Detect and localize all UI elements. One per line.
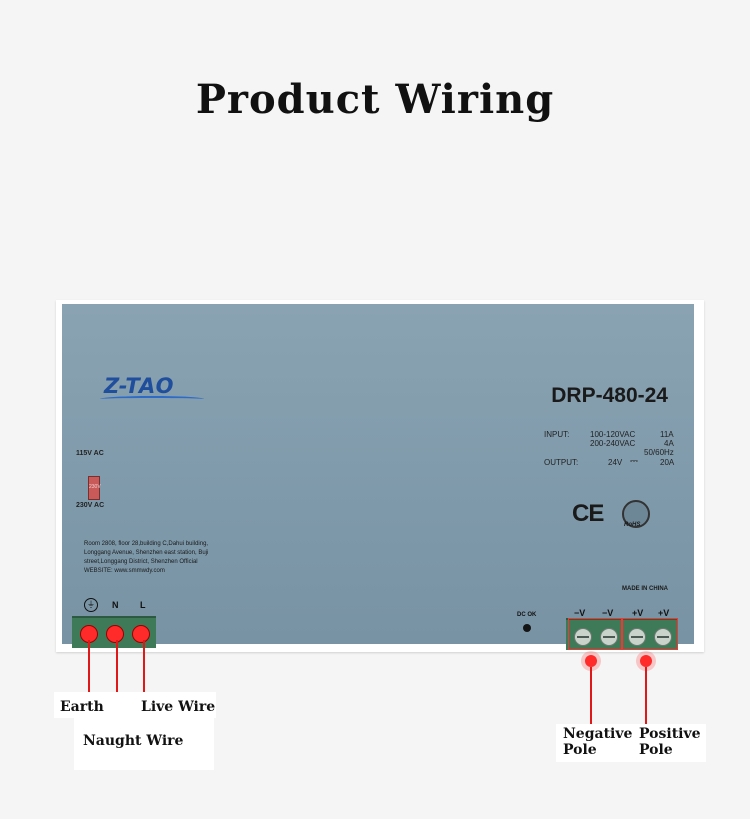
negative-highlight-box [568, 618, 622, 650]
terminal-label-neg-2: −V [602, 608, 614, 618]
positive-pole-label-2: Pole [639, 742, 673, 758]
input-label: INPUT: [544, 430, 570, 439]
positive-lead [645, 667, 647, 727]
earth-label: Earth [60, 699, 104, 715]
switch-label-115v: 115V AC [76, 450, 104, 457]
screw-icon[interactable] [654, 628, 672, 646]
dc-ok-label: DC OK [517, 612, 537, 618]
screw-icon[interactable] [628, 628, 646, 646]
brand-logo: Z-TAO [104, 374, 175, 398]
live-wire [143, 640, 145, 692]
dc-label-box [556, 724, 706, 762]
earth-wire [88, 640, 90, 692]
terminal-label-l: L [140, 600, 146, 610]
terminal-label-pos-2: +V [658, 608, 670, 618]
neutral-wire-label: Naught Wire [83, 733, 184, 749]
positive-pole-label-1: Positive [639, 726, 701, 742]
negative-pole-label-1: Negative [563, 726, 633, 742]
output-label: OUTPUT: [544, 458, 579, 467]
ac-label-box-bottom [74, 718, 214, 770]
terminal-label-pos-1: +V [632, 608, 644, 618]
rohs-label: RoHS [624, 522, 641, 528]
made-in-label: MADE IN CHINA [622, 586, 668, 592]
model-number: DRP-480-24 [551, 384, 668, 407]
dc-symbol: ⎓ [630, 456, 638, 467]
positive-highlight-box [622, 618, 678, 650]
positive-marker [640, 655, 652, 667]
terminal-label-neg-1: −V [574, 608, 586, 618]
rohs-icon [622, 500, 650, 528]
address-line: WEBSITE: www.smmwdy.com [84, 568, 165, 574]
ac-terminal-block [72, 616, 156, 648]
live-wire-label: Live Wire [141, 699, 216, 715]
input-current-1: 11A [660, 430, 674, 439]
ac-label-box-top [54, 692, 216, 718]
input-current-2: 4A [664, 439, 674, 448]
voltage-selector-switch[interactable]: 230V [88, 476, 101, 500]
output-voltage: 24V [608, 458, 623, 467]
neutral-wire [116, 640, 118, 718]
neutral-terminal[interactable] [106, 625, 124, 643]
input-voltage-2: 200-240VAC [590, 439, 636, 448]
manufacturer-address: Room 2808, floor 28,building C,Dahui bui… [84, 540, 224, 576]
address-line: Room 2808, floor 28,building C,Dahui bui… [84, 541, 209, 547]
logo-swoosh [100, 396, 204, 402]
input-frequency: 50/60Hz [644, 448, 674, 457]
switch-label-230v: 230V AC [76, 502, 105, 509]
dc-ok-led-icon [523, 624, 531, 632]
screw-icon[interactable] [600, 628, 618, 646]
output-current: 20A [660, 458, 675, 467]
ce-mark: CE [572, 500, 604, 527]
negative-marker [585, 655, 597, 667]
live-terminal[interactable] [132, 625, 150, 643]
device-front-panel: Z-TAO DRP-480-24 INPUT: 100-120VAC 11A 2… [62, 304, 694, 644]
address-line: Longgang Avenue, Shenzhen east station, … [84, 550, 209, 556]
page-title: Product Wiring [195, 76, 555, 123]
switch-setting: 230V [89, 484, 101, 490]
address-line: street,Longgang District, Shenzhen Offic… [84, 559, 198, 565]
earth-symbol-icon: ⏚ [84, 598, 98, 612]
screw-icon[interactable] [574, 628, 592, 646]
power-supply-unit: Z-TAO DRP-480-24 INPUT: 100-120VAC 11A 2… [56, 300, 704, 652]
negative-lead [590, 667, 592, 727]
terminal-label-n: N [112, 600, 119, 610]
negative-pole-label-2: Pole [563, 742, 597, 758]
input-voltage-1: 100-120VAC [590, 430, 636, 439]
